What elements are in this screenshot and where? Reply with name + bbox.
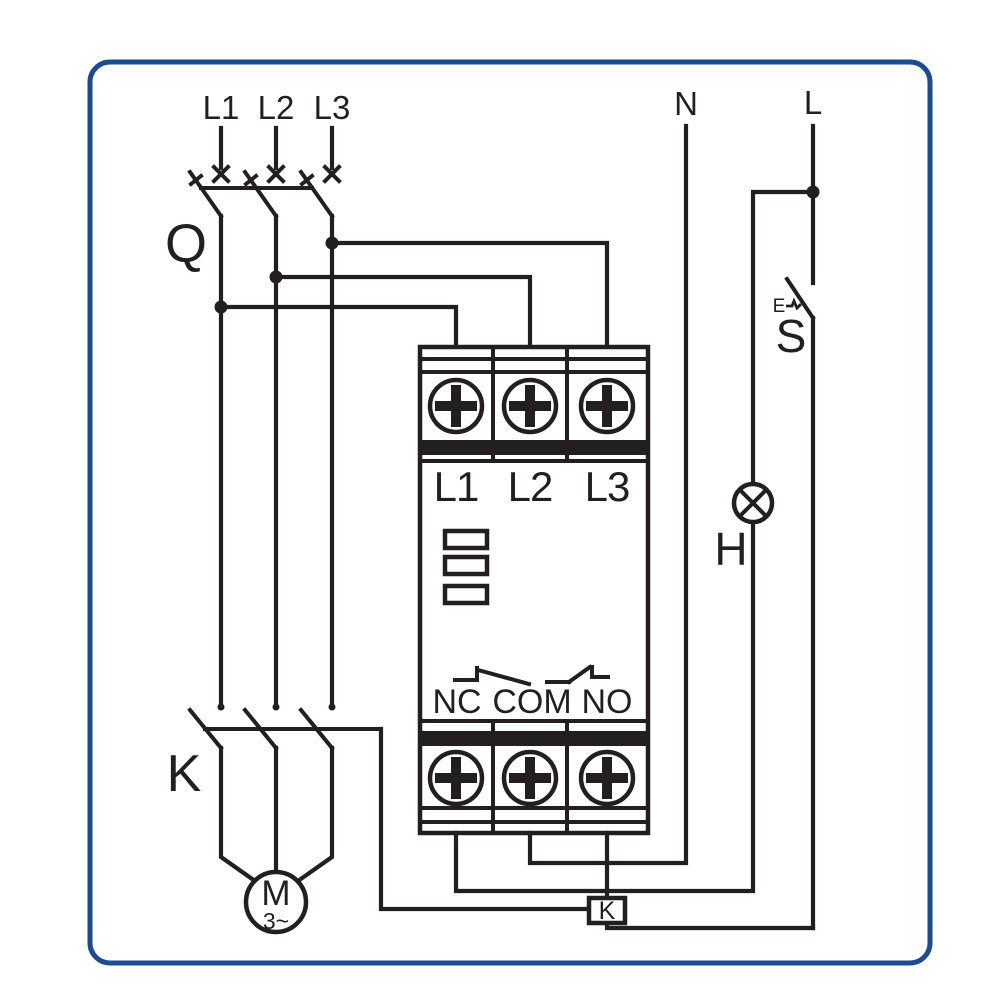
nc-contact-icon <box>453 666 532 687</box>
incoming-phases: L1 L2 L3 <box>203 89 351 184</box>
screw-terminal <box>427 749 485 807</box>
motor-m: M 3~ <box>218 745 335 935</box>
motor-label: M <box>261 874 290 913</box>
contactor-label: K <box>167 745 202 803</box>
relay-terminal-label-l2: L2 <box>508 463 553 510</box>
contactor-contact-dot <box>217 703 225 711</box>
screw-terminal <box>578 377 636 435</box>
lamp-h: H <box>453 481 775 894</box>
breaker-contact-cross-icon <box>322 164 342 184</box>
feed-wire-l2 <box>273 274 533 350</box>
phase-label-l3: L3 <box>314 89 351 126</box>
relay-terminal-label-com: COM <box>492 683 571 721</box>
breaker-label: Q <box>165 214 207 274</box>
junction-dot <box>325 236 339 250</box>
relay-cell-dividers <box>491 347 569 833</box>
contactor-contact-dot <box>328 703 336 711</box>
relay-indicator-window <box>442 554 490 577</box>
relay-terminal-label-no: NO <box>582 683 633 721</box>
relay-terminal-label-l3: L3 <box>585 463 630 510</box>
lamp-cross-icon <box>736 486 770 520</box>
motor-subtype-label: 3~ <box>263 908 289 934</box>
phase-stub-wires <box>218 125 335 171</box>
junction-dot <box>214 300 228 314</box>
phase-label-l1: L1 <box>203 89 240 126</box>
breaker-contact-cross-icon <box>266 164 286 184</box>
contactor-contact-dot <box>272 703 280 711</box>
switch-actuator-link-icon <box>786 297 802 311</box>
phase-label-l2: L2 <box>258 89 295 126</box>
relay-indicator-window <box>442 583 490 606</box>
phase-wires <box>218 213 335 710</box>
coil-linkage-wire <box>378 726 592 912</box>
contactor-k: K <box>167 703 383 803</box>
relay-terminal-label-nc: NC <box>432 683 481 721</box>
feed-wire-l3 <box>329 240 610 350</box>
relay-device: L1 L2 L3 NC COM NO <box>417 344 651 836</box>
coil-box <box>586 895 628 926</box>
relay-feed-wires <box>214 236 610 350</box>
breaker-q: Q <box>165 169 335 274</box>
screw-terminal <box>501 377 559 435</box>
coil-label: K <box>599 897 616 925</box>
switch-lever <box>784 276 816 321</box>
motor-feed-wires <box>218 745 335 884</box>
motor-circle-icon <box>243 869 309 935</box>
neutral-label: N <box>674 85 698 122</box>
nc-to-lamp-wire <box>453 519 756 894</box>
screw-terminal <box>578 749 636 807</box>
junction-dot <box>806 185 820 199</box>
line-label: L <box>804 84 822 121</box>
switch-actuator-label: E <box>773 296 786 317</box>
relay-terminal-strips <box>420 357 648 824</box>
relay-top-bar <box>420 440 648 455</box>
relay-indicator-window <box>442 528 490 551</box>
relay-terminal-label-l1: L1 <box>434 463 479 510</box>
switch-s: E S <box>773 276 816 931</box>
relay-bottom-bar <box>420 731 648 746</box>
line-wire: L <box>750 84 822 487</box>
screw-terminal <box>501 749 559 807</box>
feed-wire-l1 <box>218 304 459 350</box>
coil-k: K <box>378 726 816 931</box>
phase-vertical-wires <box>218 213 335 710</box>
junction-dot <box>269 270 283 284</box>
lamp-label: H <box>714 523 747 575</box>
breaker-contact-cross-icon <box>211 164 231 184</box>
breaker-lever-ticks <box>188 173 315 187</box>
line-branch-to-lamp <box>750 189 816 487</box>
no-contact-icon <box>545 664 610 685</box>
switch-label: S <box>776 310 807 362</box>
screw-terminal <box>427 377 485 435</box>
